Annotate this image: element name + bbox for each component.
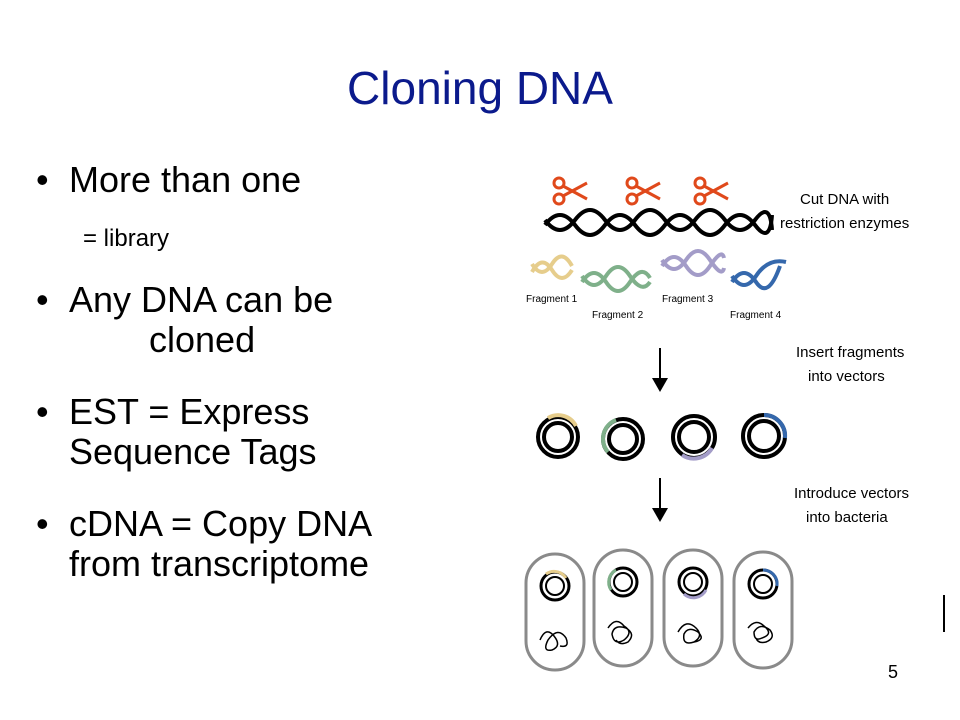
fragment-4-label: Fragment 4: [730, 310, 782, 321]
cloning-diagram: Cut DNA with restriction enzymes Fragmen…: [524, 176, 945, 672]
slide-number: 5: [888, 662, 899, 682]
scissors-icon: [552, 176, 588, 206]
bacterium-cell-1: [524, 552, 586, 672]
down-arrow-icon: [652, 348, 668, 392]
bullet-text: EST = Express Sequence Tags: [69, 391, 317, 472]
bullet-dot: •: [36, 159, 49, 200]
bullet-dot: •: [36, 279, 49, 320]
plasmid-vector-3: [671, 414, 717, 461]
step3-label-line1: Introduce vectors: [794, 485, 909, 502]
plasmid-vector-4: [741, 412, 788, 459]
bacterium-cell-2: [592, 548, 654, 668]
bullet-text: cDNA = Copy DNA from transcriptome: [69, 503, 373, 584]
down-arrow-icon: [652, 478, 668, 522]
step2-label-line1: Insert fragments: [796, 344, 904, 361]
dna-fragment-1: [530, 254, 574, 280]
step1-label-line1: Cut DNA with: [800, 191, 889, 208]
bullet-text: Any DNA can be cloned: [69, 279, 334, 360]
slide-title: Cloning DNA: [347, 62, 613, 114]
fragment-2-label: Fragment 2: [592, 310, 644, 321]
plasmid-vector-1: [536, 413, 580, 459]
scissors-icon: [693, 176, 729, 206]
bullet-dot: •: [36, 503, 49, 544]
scissors-icon: [625, 176, 661, 206]
plasmid-vector-2: [600, 417, 645, 461]
dna-fragment-4: [730, 259, 787, 291]
bullet-dot: •: [36, 391, 49, 432]
dna-strand: [543, 208, 774, 237]
bullet-text: More than one: [69, 159, 302, 200]
step3-label-line2: into bacteria: [806, 509, 888, 526]
bacterium-cell-4: [732, 550, 794, 670]
sub-bullet-text: = library: [83, 225, 170, 252]
step2-label-line2: into vectors: [808, 368, 885, 385]
step1-label-line2: restriction enzymes: [780, 215, 909, 232]
dna-fragment-2: [580, 265, 652, 293]
fragment-1-label: Fragment 1: [526, 294, 578, 305]
dna-fragment-3: [660, 249, 726, 277]
bacterium-cell-3: [662, 548, 724, 668]
fragment-3-label: Fragment 3: [662, 294, 714, 305]
